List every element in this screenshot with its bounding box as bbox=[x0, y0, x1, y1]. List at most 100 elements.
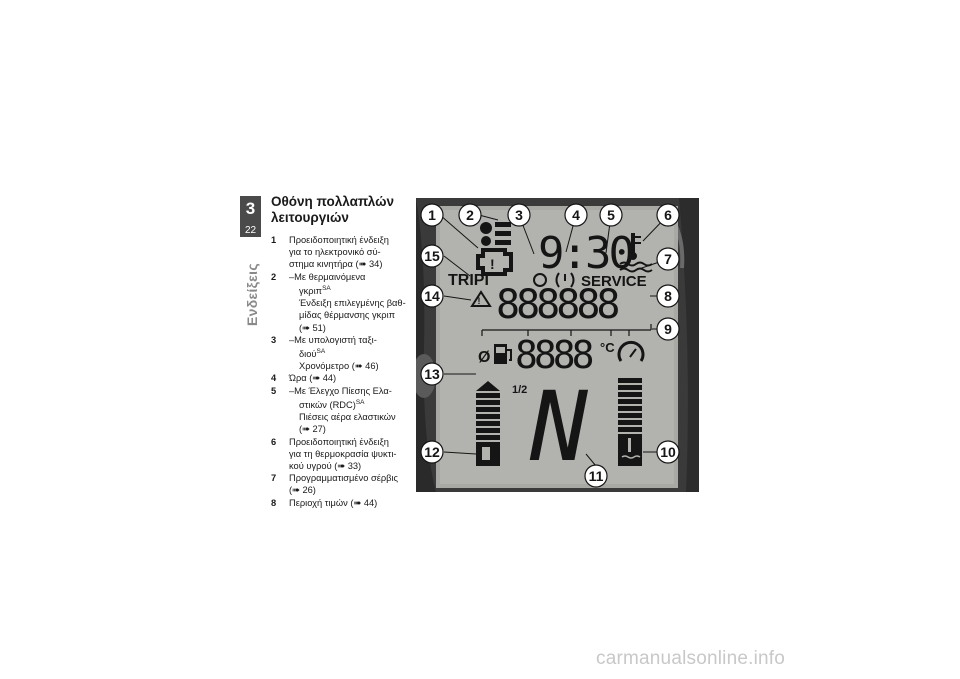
legend-line: κού υγρού (➠ 33) bbox=[289, 460, 362, 471]
legend-line: στημα κινητήρα (➠ 34) bbox=[289, 259, 383, 270]
svg-text:!: ! bbox=[490, 256, 495, 272]
legend-sub-line: –Με υπολογιστή ταξι- bbox=[289, 334, 411, 346]
legend-entry: 8 Περιοχή τιμών (➠ 44) bbox=[271, 497, 411, 509]
svg-text:5: 5 bbox=[607, 207, 615, 223]
legend-line: για το ηλεκτρονικό σύ- bbox=[289, 247, 381, 258]
svg-text:!: ! bbox=[478, 296, 481, 306]
legend-number: 2 bbox=[271, 271, 277, 282]
svg-text:4: 4 bbox=[572, 207, 580, 223]
legend-sub-line: –Με θερμαινόμενα bbox=[289, 271, 411, 283]
callout-12 bbox=[420, 440, 444, 464]
average-symbol: Ø bbox=[478, 349, 490, 366]
stopwatch-icon bbox=[533, 273, 547, 287]
svg-text:8: 8 bbox=[664, 288, 672, 304]
legend-dash: – bbox=[289, 334, 295, 345]
callout-11 bbox=[584, 464, 608, 488]
page-title: Οθόνη πολλαπλών λειτουργιών bbox=[271, 194, 394, 225]
dashboard-photo: ! 9:30 TRIPI SERVICE ! 888888 Ø 8888 °C bbox=[416, 198, 699, 492]
callout-6 bbox=[656, 203, 680, 227]
legend-sa-marker: SA bbox=[316, 347, 326, 355]
temperature-unit: °C bbox=[600, 340, 615, 355]
svg-text:3: 3 bbox=[515, 207, 523, 223]
callout-2 bbox=[458, 203, 482, 227]
svg-text:2: 2 bbox=[466, 207, 474, 223]
legend-sub-continuation: διούSA bbox=[289, 346, 411, 360]
legend-sub-line: –Με Έλεγχο Πίεσης Ελα- bbox=[289, 385, 411, 397]
coolant-level-bar bbox=[618, 378, 642, 466]
legend-text: Προειδοποιητική ένδειξη για το ηλεκτρονικ… bbox=[289, 234, 411, 271]
svg-text:7: 7 bbox=[664, 251, 672, 267]
callout-14 bbox=[420, 284, 444, 308]
fuel-level-bar bbox=[476, 381, 500, 466]
legend-line: Ώρα (➠ 44) bbox=[289, 373, 337, 384]
legend-sub-text: Με θερμαινόμενα bbox=[294, 271, 366, 282]
legend-text: Ώρα (➠ 44) bbox=[289, 372, 411, 384]
legend-sa-marker: SA bbox=[355, 398, 365, 406]
tyre-pressure-icon bbox=[555, 272, 575, 288]
legend-line: (➠ 26) bbox=[289, 485, 316, 496]
callout-4 bbox=[564, 203, 588, 227]
legend-sub-continuation: γκριπSA bbox=[289, 283, 411, 297]
legend-number: 8 bbox=[271, 497, 277, 508]
page-number: 22 bbox=[244, 225, 257, 236]
gear-indicator: N bbox=[529, 371, 589, 483]
callout-10 bbox=[656, 440, 680, 464]
legend-number: 4 bbox=[271, 373, 277, 384]
svg-text:12: 12 bbox=[424, 444, 440, 460]
odometer-readout: 888888 bbox=[496, 282, 618, 328]
legend-dash: – bbox=[289, 385, 295, 396]
legend-sub-cont-text: στικών (RDC) bbox=[299, 399, 356, 410]
legend-dash: – bbox=[289, 271, 295, 282]
legend-sub-plain: Πιέσεις αέρα ελαστικών bbox=[299, 412, 396, 423]
legend-sub-plain: (➠ 51) bbox=[299, 322, 326, 333]
legend-sa-marker: SA bbox=[322, 284, 331, 292]
legend-line: Περιοχή τιμών (➠ 44) bbox=[289, 497, 378, 508]
svg-text:14: 14 bbox=[424, 288, 440, 304]
callout-1 bbox=[420, 203, 444, 227]
legend-line: για τη θερμοκρασία ψυκτι- bbox=[289, 448, 397, 459]
legend-number: 6 bbox=[271, 436, 277, 447]
chapter-tab bbox=[240, 196, 261, 237]
legend-sub-text: Με υπολογιστή ταξι- bbox=[294, 334, 377, 345]
svg-text:1: 1 bbox=[428, 207, 436, 223]
legend-sub-cont-text: γκριπ bbox=[299, 285, 323, 296]
legend-number: 3 bbox=[271, 334, 277, 345]
clock-readout: 9:30 bbox=[538, 228, 632, 279]
legend-number: 7 bbox=[271, 473, 277, 484]
legend-sub-plain: (➠ 27) bbox=[299, 424, 326, 435]
half-mark-label: 1/2 bbox=[512, 384, 527, 396]
svg-text:11: 11 bbox=[589, 468, 604, 484]
svg-text:10: 10 bbox=[660, 444, 676, 460]
callout-7 bbox=[656, 247, 680, 271]
service-label: SERVICE bbox=[581, 273, 647, 290]
legend-entry: 1 Προειδοποιητική ένδειξη για το ηλεκτρονι… bbox=[271, 234, 411, 271]
legend-entry: 4 Ώρα (➠ 44) bbox=[271, 372, 411, 384]
legend-number: 1 bbox=[271, 235, 277, 245]
callout-8 bbox=[656, 284, 680, 308]
legend-text: Περιοχή τιμών (➠ 44) bbox=[289, 497, 411, 509]
svg-text:9: 9 bbox=[664, 321, 672, 337]
callout-9 bbox=[656, 317, 680, 341]
legend-sub-plain: μίδας θέρμανσης γκριπ bbox=[299, 310, 396, 321]
svg-text:6: 6 bbox=[664, 207, 672, 223]
legend-line: Προειδοποιητική ένδειξη bbox=[289, 235, 389, 245]
legend-sub-cont-text: διού bbox=[299, 349, 317, 360]
callout-15 bbox=[420, 244, 444, 268]
legend-sub-text: Με Έλεγχο Πίεσης Ελα- bbox=[294, 385, 392, 396]
svg-text:15: 15 bbox=[424, 248, 440, 264]
temperature-readout: 8888 bbox=[515, 333, 593, 377]
svg-text:13: 13 bbox=[424, 366, 440, 382]
watermark: carmanualsonline.info bbox=[596, 648, 786, 669]
section-label: Ενδείξεις bbox=[244, 263, 260, 326]
legend-sub-continuation: στικών (RDC)SA bbox=[289, 397, 411, 411]
legend-sub-plain: Ένδειξη επιλεγμένης βαθ- bbox=[299, 298, 406, 309]
